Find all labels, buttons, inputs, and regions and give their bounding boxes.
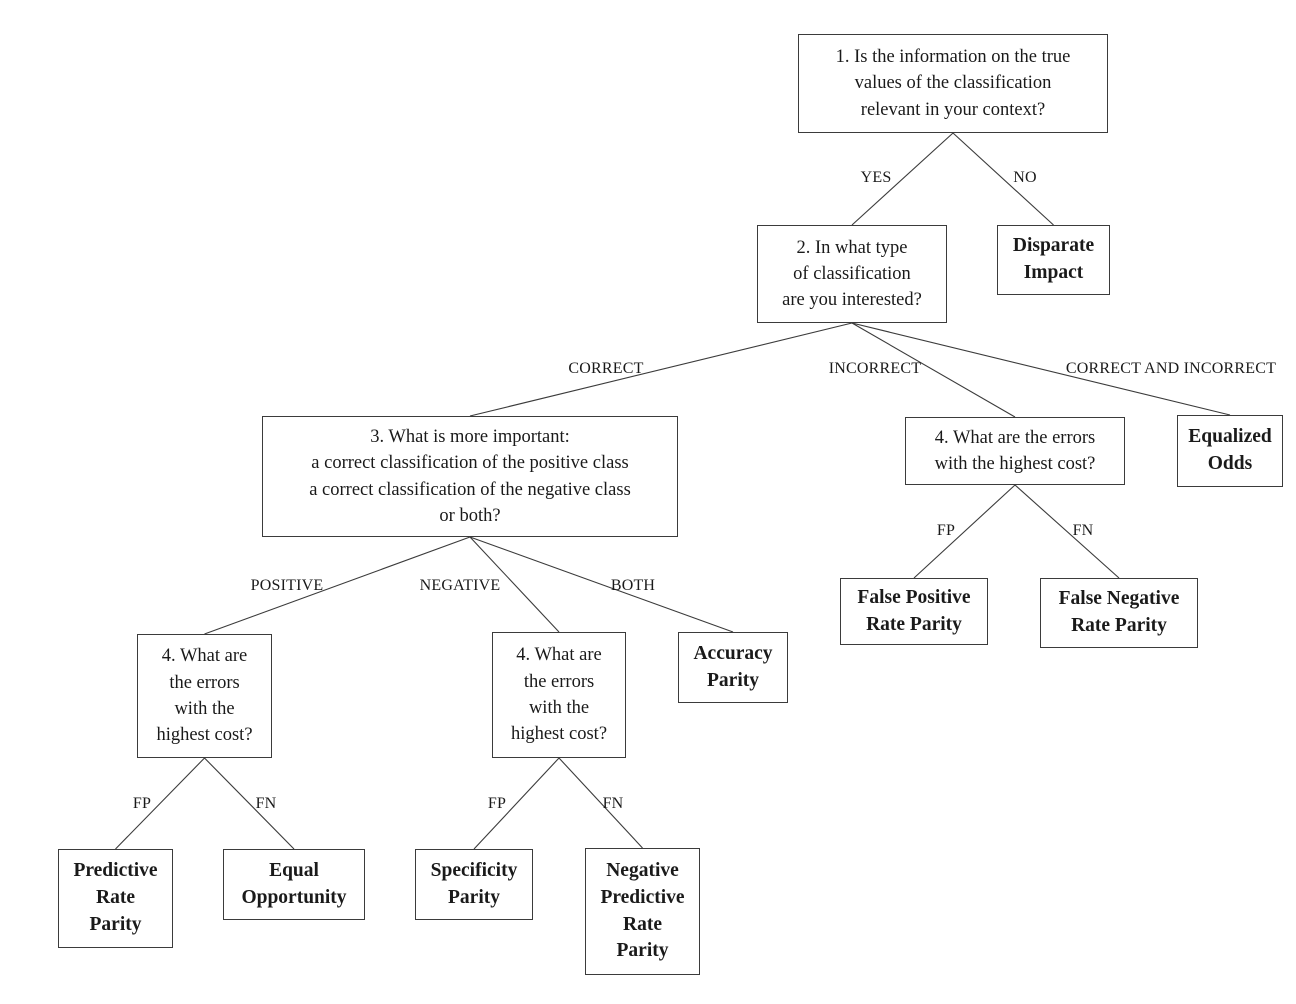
edge-label-q2-to-q3: CORRECT bbox=[568, 360, 644, 377]
edge-q3-to-q4-errors-negative bbox=[469, 536, 560, 633]
node-text-q4-errors-incorrect: 4. What are the errors with the highest … bbox=[934, 427, 1096, 474]
node-false-negative-rate-parity: False Negative Rate Parity bbox=[1040, 578, 1198, 648]
node-text-equal-opportunity: Equal Opportunity bbox=[241, 859, 347, 908]
edge-q4-errors-negative-to-specificity-parity bbox=[473, 757, 560, 850]
node-q3: 3. What is more important: a correct cla… bbox=[262, 416, 678, 537]
node-text-q1: 1. Is the information on the true values… bbox=[835, 47, 1071, 120]
node-text-q2: 2. In what type of classification are yo… bbox=[782, 237, 922, 311]
edge-label-q3-to-q4-errors-positive: POSITIVE bbox=[250, 577, 324, 594]
edge-label-q1-to-disparate-impact: NO bbox=[1013, 169, 1037, 186]
edge-q4-errors-negative-to-negative-predictive-rate-parity bbox=[558, 757, 643, 849]
node-accuracy-parity: Accuracy Parity bbox=[678, 632, 788, 703]
node-text-q4-errors-positive: 4. What are the errors with the highest … bbox=[156, 646, 253, 746]
node-specificity-parity: Specificity Parity bbox=[415, 849, 533, 920]
node-text-predictive-rate-parity: Predictive Rate Parity bbox=[73, 860, 158, 935]
edge-q1-to-disparate-impact bbox=[952, 132, 1054, 226]
edge-label-q3-to-q4-errors-negative: NEGATIVE bbox=[419, 577, 501, 594]
node-q4-errors-positive: 4. What are the errors with the highest … bbox=[137, 634, 272, 758]
edge-label-q4-errors-incorrect-to-false-positive-rate-parity: FP bbox=[936, 522, 956, 539]
edge-q2-to-q3 bbox=[469, 322, 853, 417]
edge-q2-to-equalized-odds bbox=[851, 322, 1231, 416]
node-text-q4-errors-negative: 4. What are the errors with the highest … bbox=[510, 645, 608, 745]
node-q4-errors-negative: 4. What are the errors with the highest … bbox=[492, 632, 626, 758]
node-text-false-positive-rate-parity: False Positive Rate Parity bbox=[857, 586, 971, 635]
node-false-positive-rate-parity: False Positive Rate Parity bbox=[840, 578, 988, 645]
edge-label-q2-to-q4-errors-incorrect: INCORRECT bbox=[828, 360, 922, 377]
edge-label-q2-to-equalized-odds: CORRECT AND INCORRECT bbox=[1065, 360, 1277, 377]
node-text-accuracy-parity: Accuracy Parity bbox=[693, 642, 773, 691]
edge-q4-errors-incorrect-to-false-positive-rate-parity bbox=[913, 484, 1016, 579]
node-q2: 2. In what type of classification are yo… bbox=[757, 225, 947, 323]
node-equalized-odds: Equalized Odds bbox=[1177, 415, 1283, 487]
edge-q1-to-q2 bbox=[851, 132, 954, 226]
node-disparate-impact: Disparate Impact bbox=[997, 225, 1110, 295]
edge-label-q4-errors-positive-to-predictive-rate-parity: FP bbox=[132, 795, 152, 812]
edge-q2-to-q4-errors-incorrect bbox=[851, 322, 1016, 418]
edge-label-q1-to-q2: YES bbox=[860, 169, 892, 186]
edge-q4-errors-positive-to-equal-opportunity bbox=[204, 757, 295, 850]
edge-q4-errors-positive-to-predictive-rate-parity bbox=[115, 757, 205, 850]
edge-q3-to-accuracy-parity bbox=[469, 536, 734, 633]
node-q1: 1. Is the information on the true values… bbox=[798, 34, 1108, 133]
edge-label-q3-to-accuracy-parity: BOTH bbox=[610, 577, 656, 594]
edge-label-q4-errors-incorrect-to-false-negative-rate-parity: FN bbox=[1072, 522, 1094, 539]
node-equal-opportunity: Equal Opportunity bbox=[223, 849, 365, 920]
node-text-specificity-parity: Specificity Parity bbox=[430, 859, 518, 908]
node-negative-predictive-rate-parity: Negative Predictive Rate Parity bbox=[585, 848, 700, 975]
node-q4-errors-incorrect: 4. What are the errors with the highest … bbox=[905, 417, 1125, 485]
node-text-false-negative-rate-parity: False Negative Rate Parity bbox=[1058, 588, 1180, 636]
edge-label-q4-errors-negative-to-specificity-parity: FP bbox=[487, 795, 507, 812]
node-text-equalized-odds: Equalized Odds bbox=[1188, 426, 1272, 474]
edge-label-q4-errors-negative-to-negative-predictive-rate-parity: FN bbox=[602, 795, 624, 812]
node-text-disparate-impact: Disparate Impact bbox=[1012, 235, 1095, 283]
node-predictive-rate-parity: Predictive Rate Parity bbox=[58, 849, 173, 948]
node-text-q3: 3. What is more important: a correct cla… bbox=[309, 426, 631, 526]
edge-label-q4-errors-positive-to-equal-opportunity: FN bbox=[255, 795, 277, 812]
edge-q3-to-q4-errors-positive bbox=[204, 536, 471, 635]
node-text-negative-predictive-rate-parity: Negative Predictive Rate Parity bbox=[600, 859, 685, 962]
edge-q4-errors-incorrect-to-false-negative-rate-parity bbox=[1014, 484, 1120, 579]
